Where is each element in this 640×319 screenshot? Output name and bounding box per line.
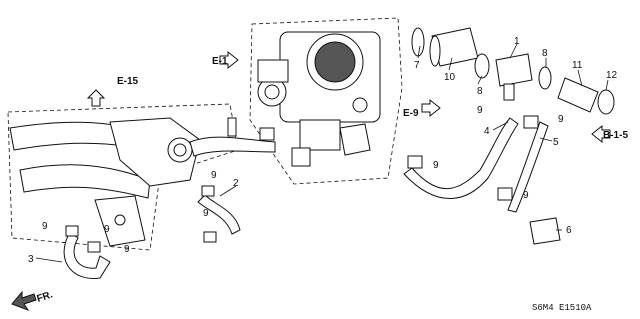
callout-12: 12	[606, 70, 618, 81]
throttle-body	[257, 31, 381, 167]
callout-9-lower-right: 9	[523, 190, 529, 201]
callout-4: 4	[484, 126, 490, 137]
callout-6: 6	[566, 225, 572, 236]
callout-5: 5	[553, 137, 559, 148]
ref-e1: E-1	[212, 56, 228, 67]
ref-e15: E-15	[117, 76, 139, 87]
reference-arrows	[11, 50, 611, 312]
callout-9-lower-left: 9	[124, 244, 130, 255]
callout-10: 10	[444, 72, 456, 83]
callout-8-left: 8	[477, 86, 483, 97]
hose-2	[197, 185, 241, 243]
diagram-code: S6M4 E1510A	[532, 303, 592, 313]
callout-9-left: 9	[42, 221, 48, 232]
callout-9-hose3: 9	[104, 224, 110, 235]
lower-hose-group	[403, 115, 561, 245]
ref-front: FR.	[36, 289, 55, 305]
callout-11: 11	[572, 60, 583, 71]
callout-8-right: 8	[542, 48, 548, 59]
callout-9-hose2-top: 9	[211, 170, 217, 181]
callout-9-upper-right: 9	[558, 114, 564, 125]
callout-1: 1	[514, 36, 520, 47]
ref-b15: B-1-5	[603, 130, 628, 141]
upper-hose-group	[411, 27, 615, 115]
throttle-body-outline	[249, 17, 403, 185]
hose-3	[63, 225, 111, 279]
ref-e9: E-9	[403, 108, 419, 119]
callout-7: 7	[414, 60, 420, 71]
callout-9-upper-left: 9	[477, 105, 483, 116]
leader-lines	[35, 43, 609, 263]
callout-9-middle: 9	[203, 208, 209, 219]
callout-9-center: 9	[433, 160, 439, 171]
callout-2: 2	[233, 178, 239, 189]
callout-3: 3	[28, 254, 34, 265]
coolant-pipe-assembly	[9, 117, 276, 247]
